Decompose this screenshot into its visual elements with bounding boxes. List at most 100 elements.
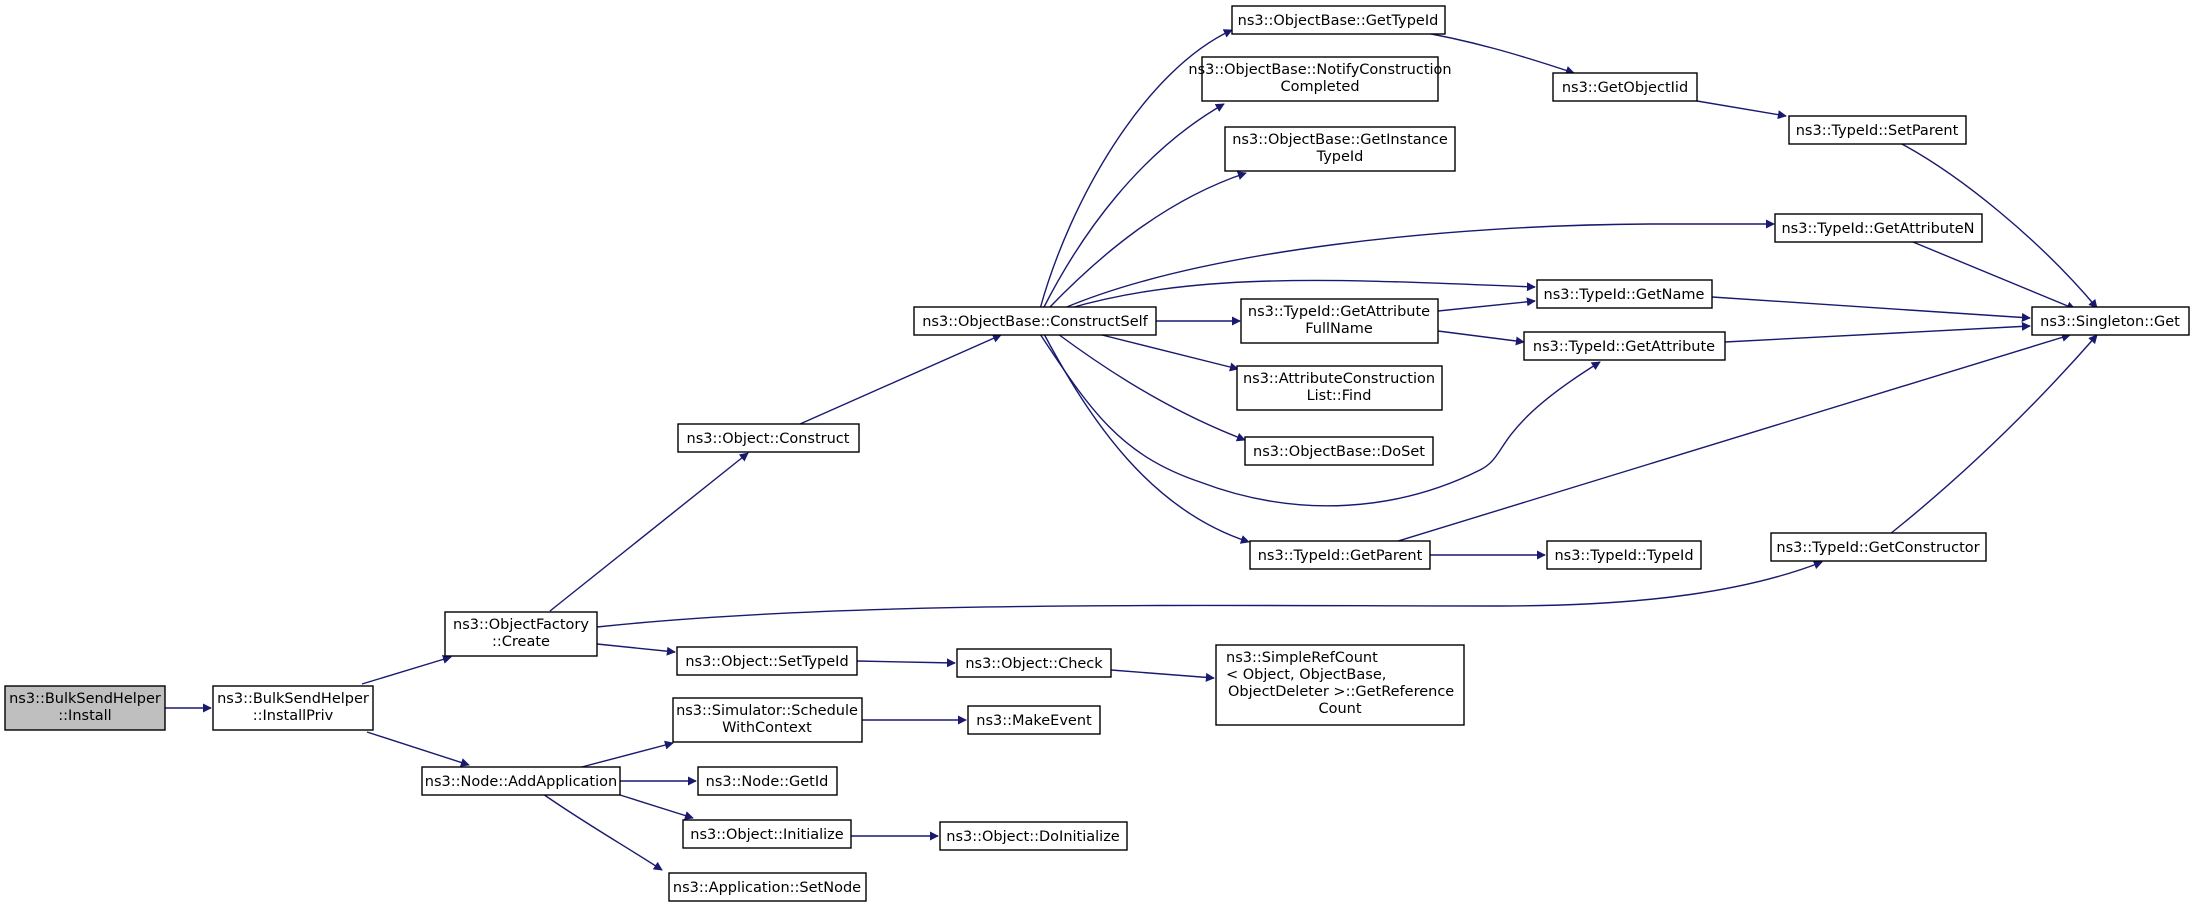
edge-tid-getconstructor-to-singleton-get xyxy=(1889,334,2098,535)
node-ob-doset[interactable]: ns3::ObjectBase::DoSet xyxy=(1244,436,1434,466)
node-acl-find[interactable]: ns3::AttributeConstruction List::Find xyxy=(1236,365,1443,411)
node-ob-doset-label: ns3::ObjectBase::DoSet xyxy=(1253,444,1425,460)
node-getobjectiid[interactable]: ns3::GetObjectIid xyxy=(1552,72,1698,102)
node-simplerefcount-line-3: ObjectDeleter >::GetReference xyxy=(1228,684,1454,700)
node-object-doinitialize[interactable]: ns3::Object::DoInitialize xyxy=(939,821,1128,851)
node-acl-find-line-2: List::Find xyxy=(1307,388,1372,404)
node-object-initialize-label: ns3::Object::Initialize xyxy=(690,827,843,843)
edge-constructself-to-tid-getattrn xyxy=(1061,219,1775,310)
edge-tid-getattrfull-to-tid-getname xyxy=(1437,297,1536,312)
node-simplerefcount[interactable]: ns3::SimpleRefCount < Object, ObjectBase… xyxy=(1215,644,1465,726)
node-objfactory-create-line-2: ::Create xyxy=(492,634,550,650)
edge-tid-getparent-to-singleton-get xyxy=(1394,333,2071,543)
node-node-addapplication-label: ns3::Node::AddApplication xyxy=(425,774,617,790)
node-node-getid[interactable]: ns3::Node::GetId xyxy=(697,766,838,796)
edge-constructself-to-ob-getinstance xyxy=(1047,171,1247,310)
edge-tid-getname-to-singleton-get xyxy=(1711,296,2031,322)
node-bulk-installpriv[interactable]: ns3::BulkSendHelper ::InstallPriv xyxy=(212,685,374,731)
node-simplerefcount-line-2: < Object, ObjectBase, xyxy=(1226,667,1386,683)
node-acl-find-line-1: ns3::AttributeConstruction xyxy=(1243,371,1435,387)
node-object-settypeid[interactable]: ns3::Object::SetTypeId xyxy=(676,646,858,676)
node-getobjectiid-label: ns3::GetObjectIid xyxy=(1562,80,1688,96)
edge-object-construct-to-constructself xyxy=(799,334,1002,425)
node-tid-getattrn[interactable]: ns3::TypeId::GetAttributeN xyxy=(1774,213,1983,243)
edge-constructself-to-tid-getname xyxy=(1066,279,1536,310)
edge-constructself-to-tid-getparent xyxy=(1043,333,1250,544)
edge-tid-getattrn-to-singleton-get xyxy=(1912,241,2076,311)
edge-tid-getattribute-to-singleton-get xyxy=(1724,321,2031,343)
edge-constructself-to-ob-notify xyxy=(1042,103,1225,310)
node-tid-getattribute[interactable]: ns3::TypeId::GetAttribute xyxy=(1523,331,1726,361)
node-sim-schedule-line-2: WithContext xyxy=(722,720,812,736)
node-node-getid-label: ns3::Node::GetId xyxy=(706,774,829,790)
node-singleton-get[interactable]: ns3::Singleton::Get xyxy=(2031,306,2190,336)
node-tid-getconstructor[interactable]: ns3::TypeId::GetConstructor xyxy=(1770,532,1987,562)
edge-objfactory-create-to-tid-getconstructor xyxy=(596,560,1823,628)
node-simplerefcount-line-1: ns3::SimpleRefCount xyxy=(1226,650,1378,666)
node-constructself[interactable]: ns3::ObjectBase::ConstructSelf xyxy=(913,306,1157,336)
node-ob-getinstance[interactable]: ns3::ObjectBase::GetInstance TypeId xyxy=(1224,126,1456,172)
node-ob-getinstance-line-1: ns3::ObjectBase::GetInstance xyxy=(1232,132,1448,148)
node-ob-getinstance-line-2: TypeId xyxy=(1316,149,1364,165)
edges xyxy=(165,29,2098,871)
node-tid-getattrfull-line-1: ns3::TypeId::GetAttribute xyxy=(1248,304,1430,320)
edge-constructself-to-acl-find xyxy=(1097,333,1239,372)
node-object-construct[interactable]: ns3::Object::Construct xyxy=(677,423,860,453)
edge-constructself-to-ob-doset xyxy=(1057,333,1246,442)
node-tid-getattrfull-line-2: FullName xyxy=(1305,321,1373,337)
node-tid-getparent[interactable]: ns3::TypeId::GetParent xyxy=(1249,540,1431,570)
node-node-addapplication[interactable]: ns3::Node::AddApplication xyxy=(421,766,621,796)
node-app-setnode-label: ns3::Application::SetNode xyxy=(673,880,861,896)
node-object-check-label: ns3::Object::Check xyxy=(965,656,1103,672)
node-tid-getname-label: ns3::TypeId::GetName xyxy=(1544,287,1705,303)
edge-object-check-to-simplerefcount xyxy=(1110,669,1215,682)
node-makeevent[interactable]: ns3::MakeEvent xyxy=(967,705,1101,735)
node-sim-schedule-line-1: ns3::Simulator::Schedule xyxy=(676,703,858,719)
node-object-doinitialize-label: ns3::Object::DoInitialize xyxy=(946,829,1120,845)
node-objfactory-create-line-1: ns3::ObjectFactory xyxy=(453,617,589,633)
edge-tid-setparent-to-singleton-get xyxy=(1899,142,2098,309)
node-bulk-install[interactable]: ns3::BulkSendHelper ::Install xyxy=(4,685,166,731)
node-bulk-install-line-2: ::Install xyxy=(58,708,111,724)
node-simplerefcount-line-4: Count xyxy=(1318,701,1361,717)
node-tid-setparent-label: ns3::TypeId::SetParent xyxy=(1796,123,1959,139)
node-ob-gettypeid-label: ns3::ObjectBase::GetTypeId xyxy=(1238,13,1439,29)
edge-addapplication-to-sim-schedule xyxy=(577,740,674,769)
node-tid-getparent-label: ns3::TypeId::GetParent xyxy=(1258,548,1423,564)
edge-installpriv-to-node-addapplication xyxy=(366,731,470,767)
node-tid-getattrn-label: ns3::TypeId::GetAttributeN xyxy=(1781,221,1974,237)
node-tid-typeid-label: ns3::TypeId::TypeId xyxy=(1554,548,1693,564)
edge-objfactory-create-to-object-construct xyxy=(549,452,749,612)
node-object-construct-label: ns3::Object::Construct xyxy=(687,431,850,447)
edge-constructself-to-tid-getattribute xyxy=(1039,333,1601,507)
node-object-initialize[interactable]: ns3::Object::Initialize xyxy=(682,819,852,849)
edge-getobjectiid-to-tid-setparent xyxy=(1696,100,1787,120)
node-constructself-label: ns3::ObjectBase::ConstructSelf xyxy=(922,314,1148,330)
node-ob-gettypeid[interactable]: ns3::ObjectBase::GetTypeId xyxy=(1231,5,1446,35)
node-bulk-installpriv-line-2: ::InstallPriv xyxy=(253,708,334,724)
edge-installpriv-to-objfactory-create xyxy=(361,655,452,685)
edge-tid-getattrfull-to-tid-getattribute xyxy=(1437,330,1525,346)
node-bulk-installpriv-line-1: ns3::BulkSendHelper xyxy=(217,691,369,707)
node-ob-notify-line-2: Completed xyxy=(1280,79,1359,95)
nodes: ns3::BulkSendHelper ::Install ns3::BulkS… xyxy=(4,5,2190,902)
node-tid-typeid[interactable]: ns3::TypeId::TypeId xyxy=(1546,540,1702,570)
node-app-setnode[interactable]: ns3::Application::SetNode xyxy=(668,872,867,902)
node-object-check[interactable]: ns3::Object::Check xyxy=(956,648,1112,678)
node-tid-getname[interactable]: ns3::TypeId::GetName xyxy=(1536,279,1713,309)
node-tid-setparent[interactable]: ns3::TypeId::SetParent xyxy=(1788,115,1967,145)
node-tid-getattribute-label: ns3::TypeId::GetAttribute xyxy=(1533,339,1715,355)
node-ob-notify[interactable]: ns3::ObjectBase::NotifyConstruction Comp… xyxy=(1188,56,1452,102)
node-object-settypeid-label: ns3::Object::SetTypeId xyxy=(685,654,848,670)
node-sim-schedule[interactable]: ns3::Simulator::Schedule WithContext xyxy=(672,697,863,743)
edge-addapplication-to-object-initialize xyxy=(619,794,694,820)
edge-objfactory-create-to-object-settypeid xyxy=(596,643,676,656)
node-singleton-get-label: ns3::Singleton::Get xyxy=(2040,314,2180,330)
node-tid-getconstructor-label: ns3::TypeId::GetConstructor xyxy=(1776,540,1979,556)
node-tid-getattrfull[interactable]: ns3::TypeId::GetAttribute FullName xyxy=(1240,298,1439,344)
node-makeevent-label: ns3::MakeEvent xyxy=(976,713,1092,729)
node-objfactory-create[interactable]: ns3::ObjectFactory ::Create xyxy=(444,611,598,657)
node-ob-notify-line-1: ns3::ObjectBase::NotifyConstruction xyxy=(1188,62,1451,78)
edge-constructself-to-ob-gettypeid xyxy=(1039,29,1233,310)
